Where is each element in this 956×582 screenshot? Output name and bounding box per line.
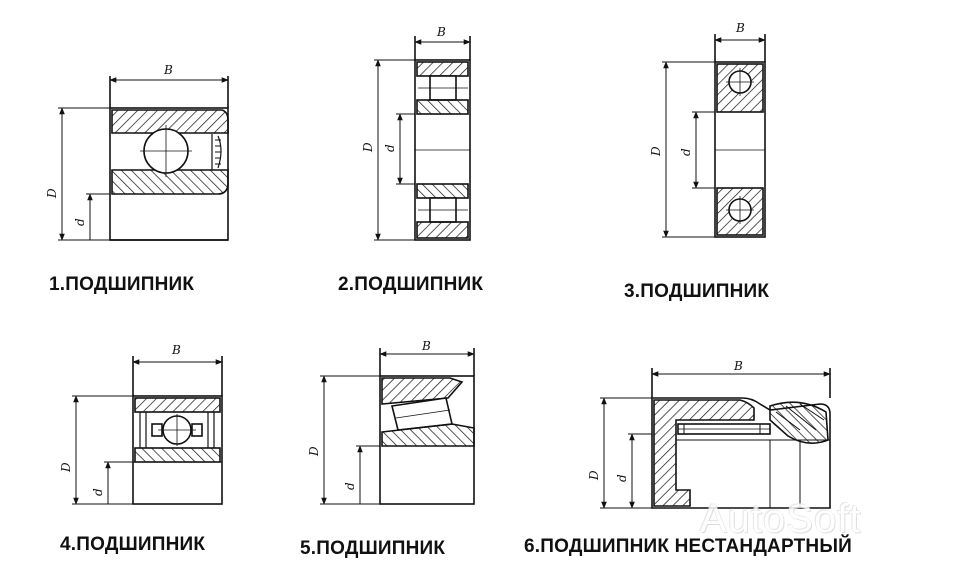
bearing-1-outer-diameter-label: D — [45, 188, 59, 199]
bearing-6-width-label: B — [733, 359, 743, 373]
bearing-1-caption: 1.ПОДШИПНИК — [49, 274, 195, 295]
bearing-6-drawing — [600, 368, 831, 509]
bearing-6-outer-diameter-label: D — [587, 470, 601, 481]
bearing-6-caption: 6.ПОДШИПНИК НЕСТАНДАРТНЫЙ — [524, 536, 852, 557]
watermark: AutoSoft — [700, 497, 862, 541]
bearing-5-width-label: B — [421, 339, 431, 353]
bearing-4-width-label: B — [171, 343, 181, 357]
bearing-3-drawing — [662, 34, 766, 238]
bearing-2-width-label: B — [436, 25, 446, 39]
bearing-5-outer-diameter-label: D — [307, 446, 321, 457]
bearing-3-outer-diameter-label: D — [649, 146, 663, 157]
bearing-2-caption: 2.ПОДШИПНИК — [338, 274, 484, 295]
bearing-3-caption: 3.ПОДШИПНИК — [624, 281, 770, 302]
bearing-4-drawing — [72, 356, 223, 505]
bearing-2-outer-diameter-label: D — [361, 142, 375, 153]
bearing-6-inner-diameter-label: d — [615, 474, 629, 482]
bearing-2-inner-diameter-label: d — [383, 144, 397, 152]
bearing-1-inner-diameter-label: d — [73, 218, 87, 226]
bearing-5-drawing — [320, 348, 475, 505]
bearing-1-drawing — [58, 76, 229, 241]
bearing-5-inner-diameter-label: d — [343, 482, 357, 490]
bearing-4-caption: 4.ПОДШИПНИК — [60, 534, 206, 555]
bearing-2-drawing — [374, 36, 471, 241]
bearing-4-outer-diameter-label: D — [59, 462, 73, 473]
bearing-3-inner-diameter-label: d — [679, 148, 693, 156]
bearing-5-caption: 5.ПОДШИПНИК — [300, 538, 446, 559]
bearing-1-width-label: B — [163, 63, 173, 77]
bearing-4-inner-diameter-label: d — [91, 488, 105, 496]
bearing-3-width-label: B — [735, 21, 745, 35]
